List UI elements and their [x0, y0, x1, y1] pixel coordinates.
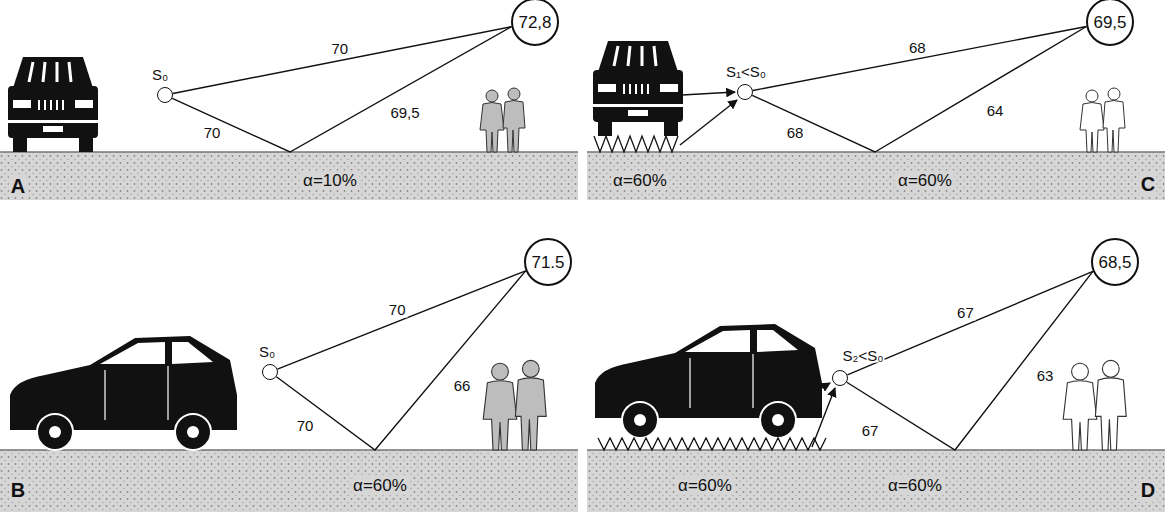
source-label: S₀	[151, 67, 169, 82]
car-rear	[593, 41, 683, 136]
car-side	[10, 336, 237, 450]
panel-letter: C	[1139, 173, 1157, 195]
reflected-path	[752, 27, 1086, 152]
absorption-label: α=60%	[351, 476, 409, 495]
level-circle: 71.5	[524, 238, 572, 286]
spring	[594, 136, 678, 152]
sound-source: S₀	[262, 364, 278, 380]
level-label: 66	[452, 377, 473, 394]
source-label: S₀	[258, 344, 276, 359]
level-label: 70	[202, 124, 223, 141]
sound-source: S₂<S₀	[832, 370, 848, 386]
sound-source: S₁<S₀	[737, 84, 753, 100]
emission-arrow	[812, 388, 835, 447]
level-value: 72,8	[518, 14, 551, 31]
level-label: 68	[785, 124, 806, 141]
level-label: 70	[295, 417, 316, 434]
ground-surface	[0, 152, 1165, 450]
reflected-path	[172, 27, 511, 152]
level-label: 67	[860, 422, 881, 439]
level-value: 69,5	[1093, 14, 1126, 31]
absorption-label: α=10%	[301, 171, 359, 190]
ground-band	[0, 152, 578, 200]
people	[483, 360, 546, 450]
direct-path	[277, 271, 525, 369]
emission-arrow	[682, 92, 735, 95]
level-label: 69,5	[388, 104, 421, 121]
car-front	[8, 57, 98, 152]
level-label: 64	[985, 102, 1006, 119]
ground-band	[0, 450, 578, 512]
absorption-label: α=60%	[896, 171, 954, 190]
absorption-label: α=60%	[886, 476, 944, 495]
panel-letter: A	[9, 175, 27, 197]
absorption-label: α=60%	[611, 171, 669, 190]
level-label: 63	[1035, 367, 1056, 384]
people	[1063, 360, 1126, 450]
emission-arrows	[680, 92, 835, 447]
direct-path	[173, 27, 512, 94]
level-label: 67	[955, 304, 976, 321]
people	[480, 88, 525, 152]
sound-source: S₀	[157, 87, 173, 103]
level-label: 70	[387, 300, 408, 317]
level-circle: 69,5	[1086, 0, 1134, 46]
spring	[598, 438, 826, 450]
absorption-label: α=60%	[676, 476, 734, 495]
ground-band	[587, 450, 1165, 512]
absorber-springs	[594, 136, 826, 450]
car-side	[595, 324, 822, 438]
ground	[0, 152, 1165, 512]
source-label: S₁<S₀	[725, 64, 767, 79]
source-label: S₂<S₀	[842, 348, 885, 363]
emission-arrow	[815, 383, 830, 392]
level-circle: 68,5	[1091, 238, 1139, 286]
ground-band	[587, 152, 1165, 200]
emission-arrow	[680, 100, 737, 145]
reflected-path	[276, 271, 525, 450]
panel-letter: D	[1139, 479, 1157, 501]
level-value: 71.5	[531, 254, 564, 271]
level-label: 70	[329, 40, 350, 57]
panel-letter: B	[9, 479, 27, 501]
people	[1080, 88, 1125, 152]
direct-path	[753, 27, 1087, 91]
level-circle: 72,8	[511, 0, 559, 46]
level-label: 68	[907, 38, 928, 55]
level-value: 68,5	[1098, 254, 1131, 271]
